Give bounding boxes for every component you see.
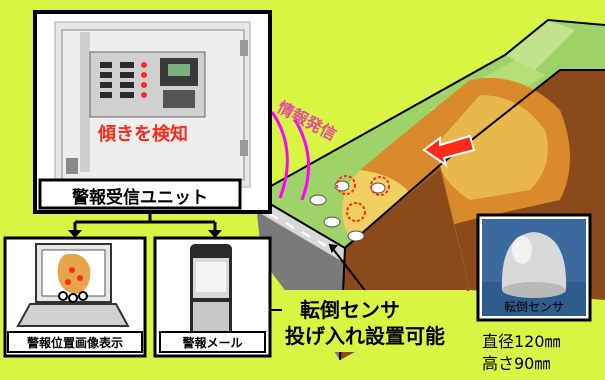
pc-label: 警報位置画像表示: [26, 336, 123, 350]
sensor-caption-line2: 投げ入れ設置可能: [285, 324, 445, 348]
unit-label-box: [38, 178, 242, 210]
sensor-caption-line1: 転倒センサ: [300, 298, 400, 322]
spec-diameter: 直径120㎜: [482, 332, 561, 351]
sensor-caption-bg: [282, 290, 467, 352]
detect-label: 傾きを検知: [98, 124, 188, 145]
slope-illustration: [254, 18, 605, 361]
unit-label: 警報受信ユニット: [72, 188, 208, 208]
sensor-photo: [476, 213, 592, 322]
slide-direction-arrow: [422, 134, 476, 168]
sensor-photo-label: 転倒センサ: [503, 300, 564, 314]
connector-lines: [68, 210, 222, 238]
spec-height: 高さ90㎜: [482, 354, 551, 373]
mail-label: 警報メール: [182, 336, 243, 350]
